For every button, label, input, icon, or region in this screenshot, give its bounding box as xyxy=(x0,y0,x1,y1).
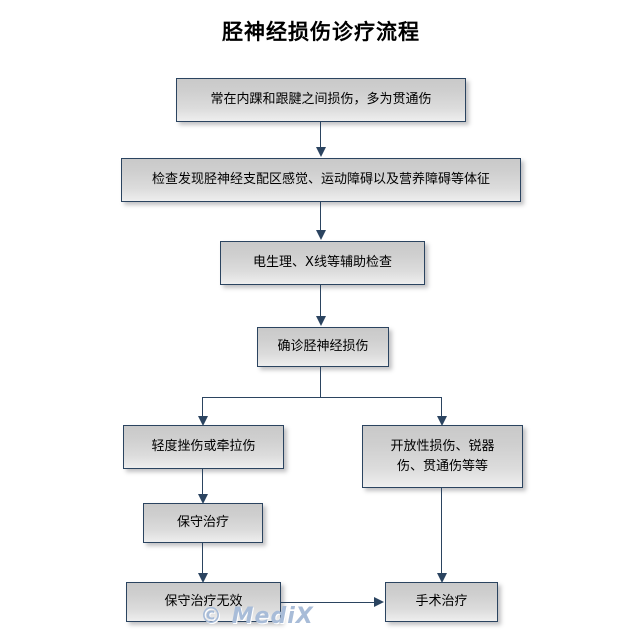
flow-node-mild-contusion[interactable]: 轻度挫伤或牵拉伤 xyxy=(123,425,284,469)
edge-split-left-drop xyxy=(202,397,203,417)
edge-n5-n7-arrowhead xyxy=(198,494,208,504)
flow-node-open-injury[interactable]: 开放性损伤、锐器 伤、贯通伤等等 xyxy=(362,425,523,488)
flow-node-conservative-treatment[interactable]: 保守治疗 xyxy=(143,503,263,543)
edge-split-bar xyxy=(202,397,442,398)
edge-n7-n8-arrowhead xyxy=(198,573,208,583)
edge-split-stem xyxy=(320,367,321,397)
edge-n5-n7-line xyxy=(202,469,203,495)
edge-split-right-arrowhead xyxy=(437,416,447,426)
edge-n1-n2-line xyxy=(320,122,321,148)
edge-split-right-drop xyxy=(441,397,442,417)
edge-n2-n3-arrowhead xyxy=(316,230,326,240)
flow-node-conservative-failed[interactable]: 保守治疗无效 xyxy=(126,582,281,622)
edge-n8-n9-arrowhead xyxy=(374,597,384,607)
edge-n1-n2-arrowhead xyxy=(316,147,326,157)
edge-n3-n4-arrowhead xyxy=(316,316,326,326)
edge-n3-n4-line xyxy=(320,285,321,317)
edge-n2-n3-line xyxy=(320,202,321,231)
page-title: 胫神经损伤诊疗流程 xyxy=(222,20,420,44)
edge-n8-n9-line xyxy=(281,602,375,603)
flow-node-clinical-signs[interactable]: 检查发现胫神经支配区感觉、运动障碍以及营养障碍等体征 xyxy=(121,158,521,202)
edge-split-left-arrowhead xyxy=(198,416,208,426)
edge-n7-n8-line xyxy=(202,543,203,574)
flow-node-injury-site[interactable]: 常在内踝和跟腱之间损伤，多为贯通伤 xyxy=(176,78,466,122)
edge-n6-n9-line xyxy=(441,488,442,574)
edge-n6-n9-arrowhead xyxy=(437,573,447,583)
flow-node-diagnosis[interactable]: 确诊胫神经损伤 xyxy=(257,327,389,367)
flow-node-adjunct-exams[interactable]: 电生理、X线等辅助检查 xyxy=(220,241,425,285)
flow-node-surgical-treatment[interactable]: 手术治疗 xyxy=(385,582,498,622)
